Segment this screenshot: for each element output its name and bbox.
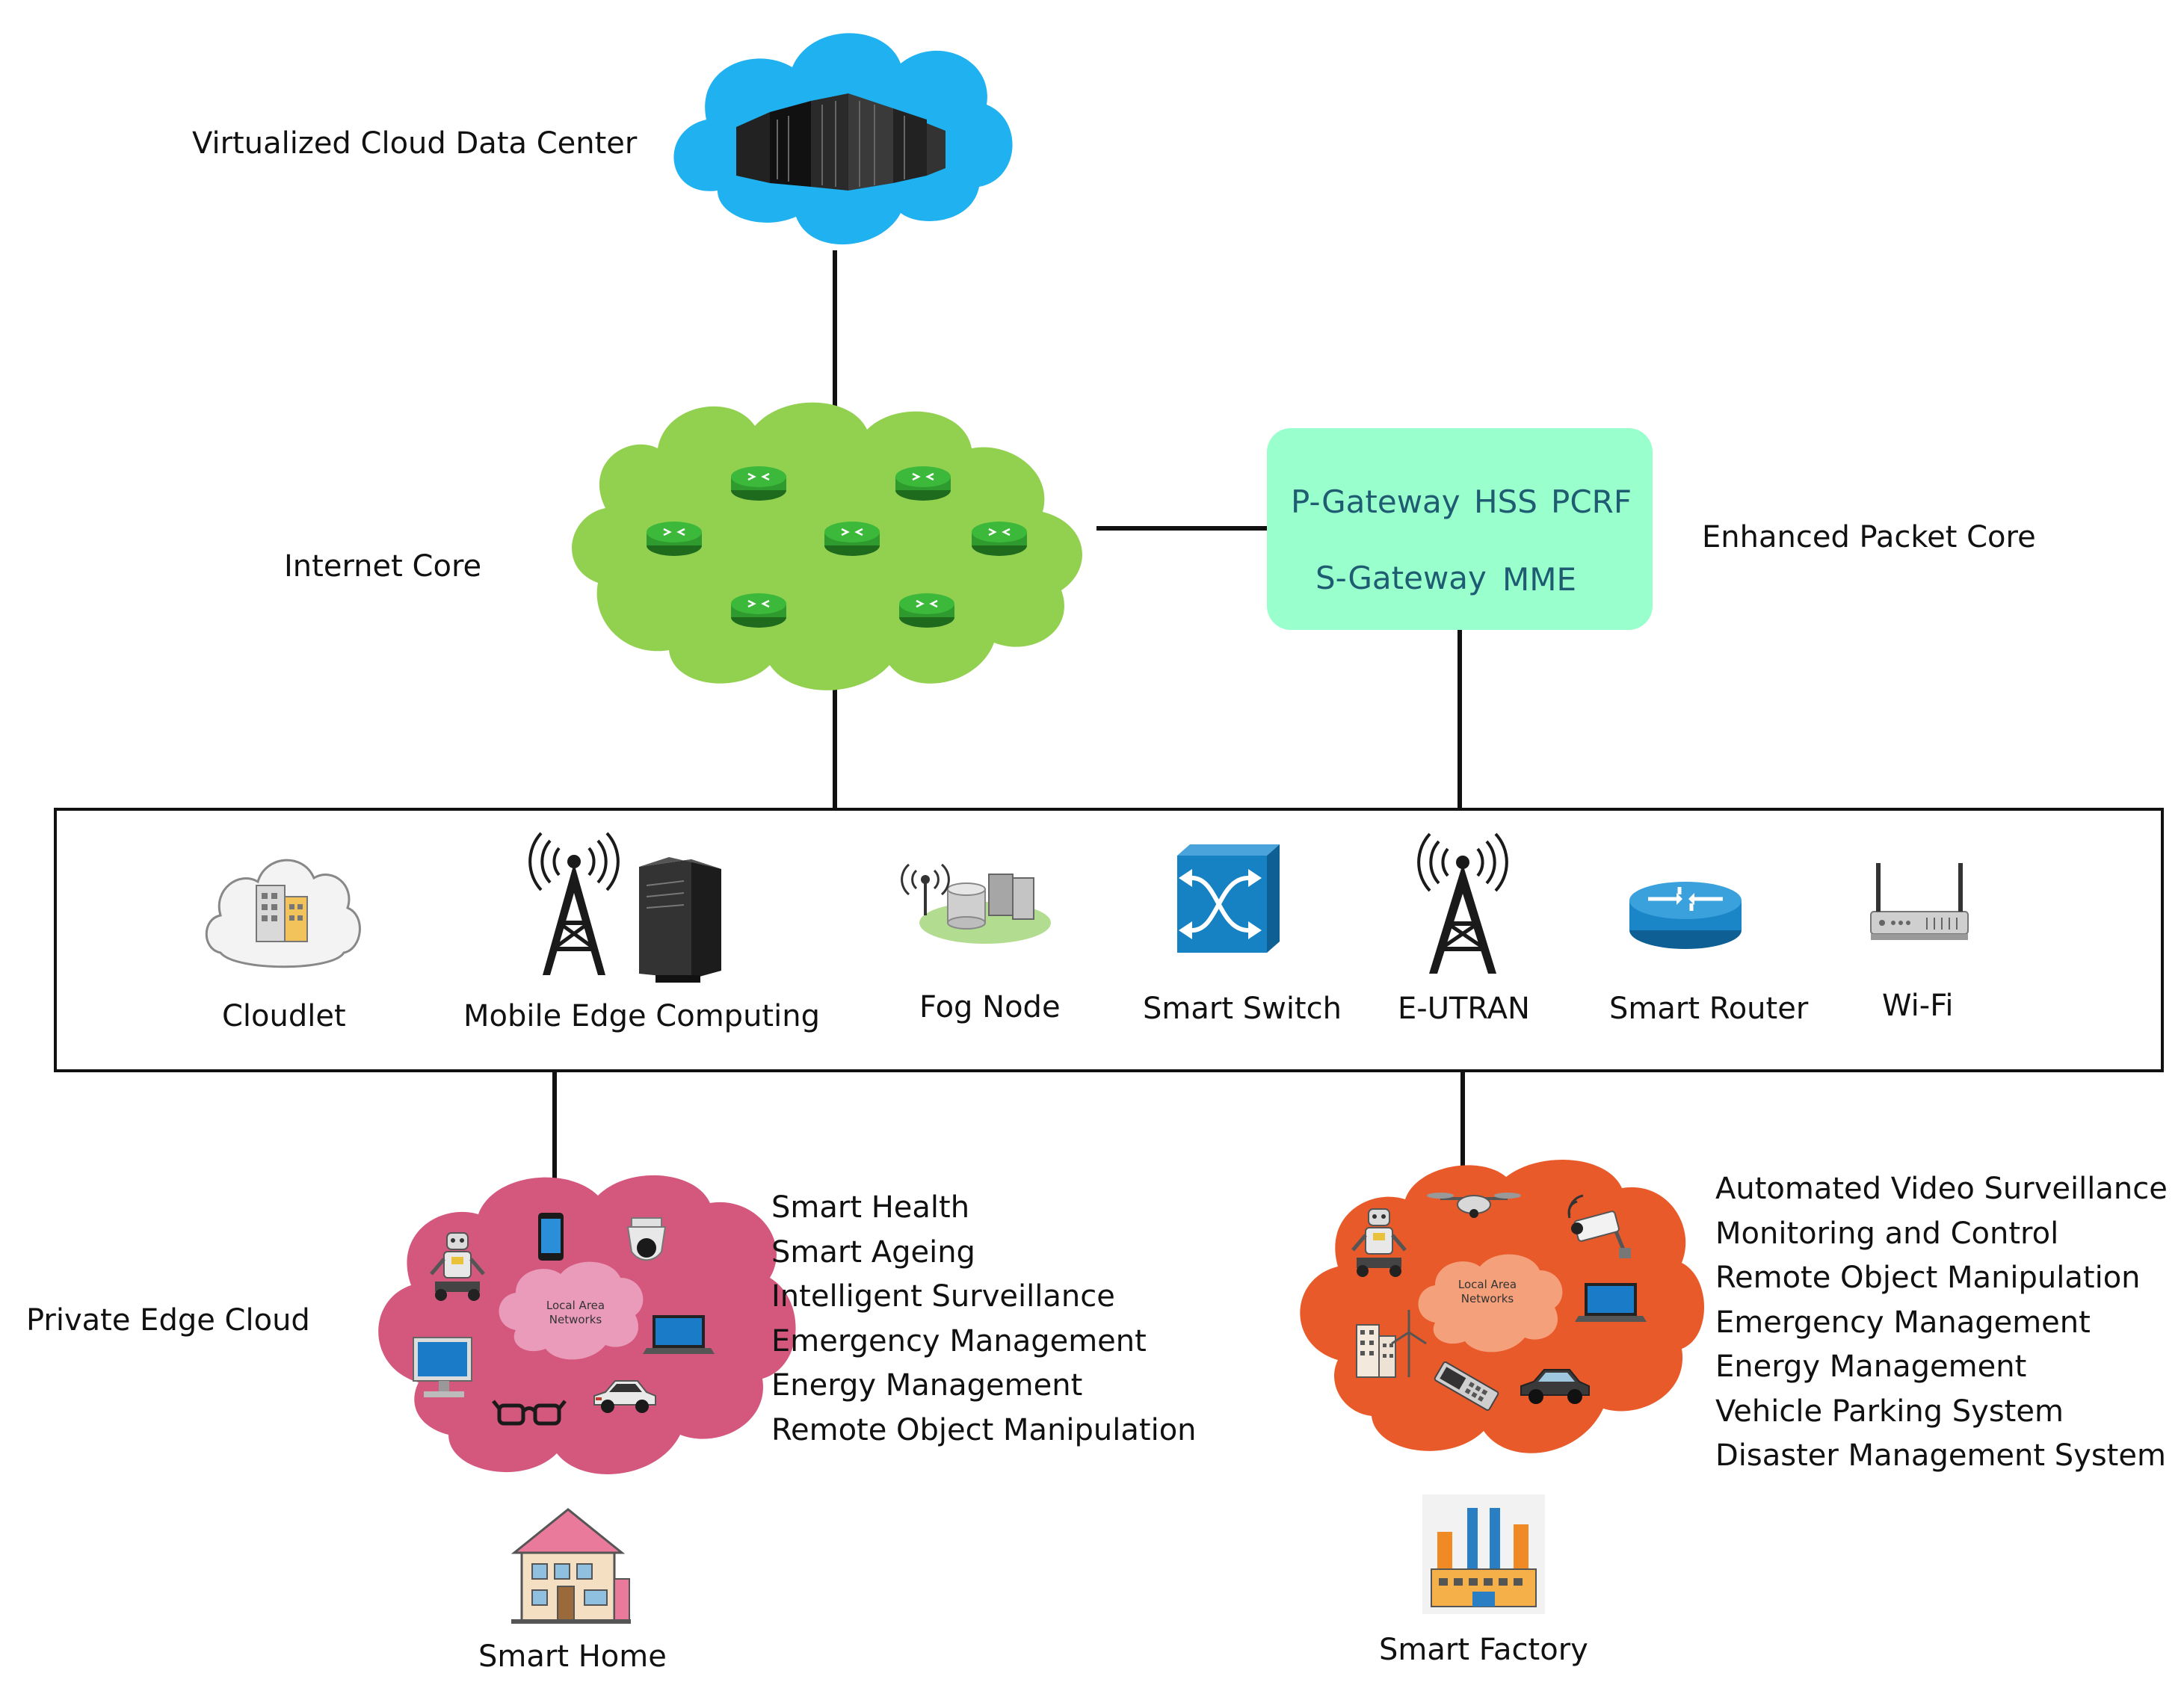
mec-server-icon — [639, 857, 721, 983]
data-center-cloud — [673, 33, 1013, 245]
drone-icon — [1427, 1193, 1521, 1218]
e-utran-label: E-UTRAN — [1398, 992, 1530, 1026]
smart-home-icon — [510, 1508, 631, 1624]
router-icon — [1629, 882, 1742, 949]
epc-box — [1267, 428, 1653, 630]
list-item: Energy Management — [1715, 1350, 2027, 1384]
server-rack-icon — [736, 93, 946, 191]
p-gateway-label: P-Gateway — [1291, 483, 1460, 520]
wifi-label: Wi-Fi — [1882, 989, 1954, 1023]
list-item: Energy Management — [771, 1368, 1083, 1403]
list-item: Disaster Management System — [1715, 1438, 2166, 1473]
lan-home-label: Local Area Networks — [546, 1299, 605, 1326]
internet-core-label: Internet Core — [284, 549, 482, 584]
list-item: Vehicle Parking System — [1715, 1394, 2064, 1429]
security-camera-icon — [626, 1217, 667, 1261]
wifi-router-icon — [1870, 863, 1969, 940]
list-item: Smart Health — [771, 1190, 970, 1225]
cctv-camera-icon — [1567, 1194, 1631, 1258]
smartphone-icon — [538, 1213, 564, 1261]
smart-factory-label: Smart Factory — [1379, 1633, 1588, 1667]
home-application-list: Smart Health Smart Ageing Intelligent Su… — [771, 1186, 1197, 1453]
smart-switch-label: Smart Switch — [1143, 992, 1342, 1026]
data-center-label: Virtualized Cloud Data Center — [192, 126, 638, 161]
smart-glasses-icon — [492, 1400, 567, 1426]
smart-router-label: Smart Router — [1609, 992, 1809, 1026]
list-item: Smart Ageing — [771, 1234, 975, 1270]
fog-node-icon — [901, 863, 1051, 944]
e-utran-tower-icon — [1417, 832, 1508, 974]
factory-application-list: Automated Video Surveillance Monitoring … — [1715, 1167, 2168, 1479]
laptop-icon — [643, 1315, 715, 1354]
connection-lines — [552, 250, 1465, 1192]
list-item: Remote Object Manipulation — [771, 1412, 1197, 1447]
mme-label: MME — [1502, 561, 1577, 598]
fog-node-label: Fog Node — [919, 990, 1061, 1024]
list-item: Automated Video Surveillance — [1715, 1172, 2168, 1206]
list-item: Emergency Management — [771, 1323, 1147, 1358]
smart-factory-icon — [1422, 1494, 1545, 1614]
car-icon — [593, 1380, 656, 1413]
edge-layer-frame — [54, 808, 2164, 1072]
cloudlet-icon — [205, 859, 361, 968]
robot-icon — [430, 1232, 485, 1301]
mec-tower-icon — [528, 832, 620, 975]
desktop-computer-icon — [413, 1337, 472, 1397]
private-edge-cloud — [378, 1175, 796, 1474]
mec-label: Mobile Edge Computing — [463, 999, 820, 1033]
router-icon — [731, 466, 786, 501]
car-icon — [1520, 1369, 1590, 1404]
s-gateway-label: S-Gateway — [1315, 560, 1487, 596]
lan-factory-label: Local Area Networks — [1457, 1278, 1517, 1305]
router-icon — [972, 522, 1027, 556]
factory-edge-cloud — [1300, 1160, 1704, 1453]
list-item: Remote Object Manipulation — [1715, 1261, 2141, 1295]
smart-home-label: Smart Home — [478, 1639, 667, 1674]
router-icon — [895, 466, 951, 501]
switch-icon — [1177, 844, 1280, 953]
pcrf-label: PCRF — [1551, 483, 1632, 520]
router-icon — [824, 522, 880, 556]
router-icon — [731, 593, 786, 628]
robot-icon — [1351, 1208, 1407, 1277]
epc-label: Enhanced Packet Core — [1702, 520, 2036, 554]
router-icon — [899, 593, 954, 628]
list-item: Intelligent Surveillance — [771, 1279, 1115, 1314]
laptop-icon — [1575, 1283, 1647, 1322]
smart-grid-icon — [1356, 1310, 1427, 1378]
private-edge-cloud-label: Private Edge Cloud — [26, 1303, 310, 1338]
smart-meter-icon — [1434, 1361, 1499, 1412]
list-item: Emergency Management — [1715, 1305, 2091, 1340]
list-item: Monitoring and Control — [1715, 1216, 2059, 1251]
router-icon — [647, 522, 702, 556]
cloudlet-label: Cloudlet — [222, 999, 346, 1033]
router-icons — [647, 466, 1027, 628]
internet-core-cloud — [572, 402, 1082, 690]
hss-label: HSS — [1474, 483, 1537, 520]
